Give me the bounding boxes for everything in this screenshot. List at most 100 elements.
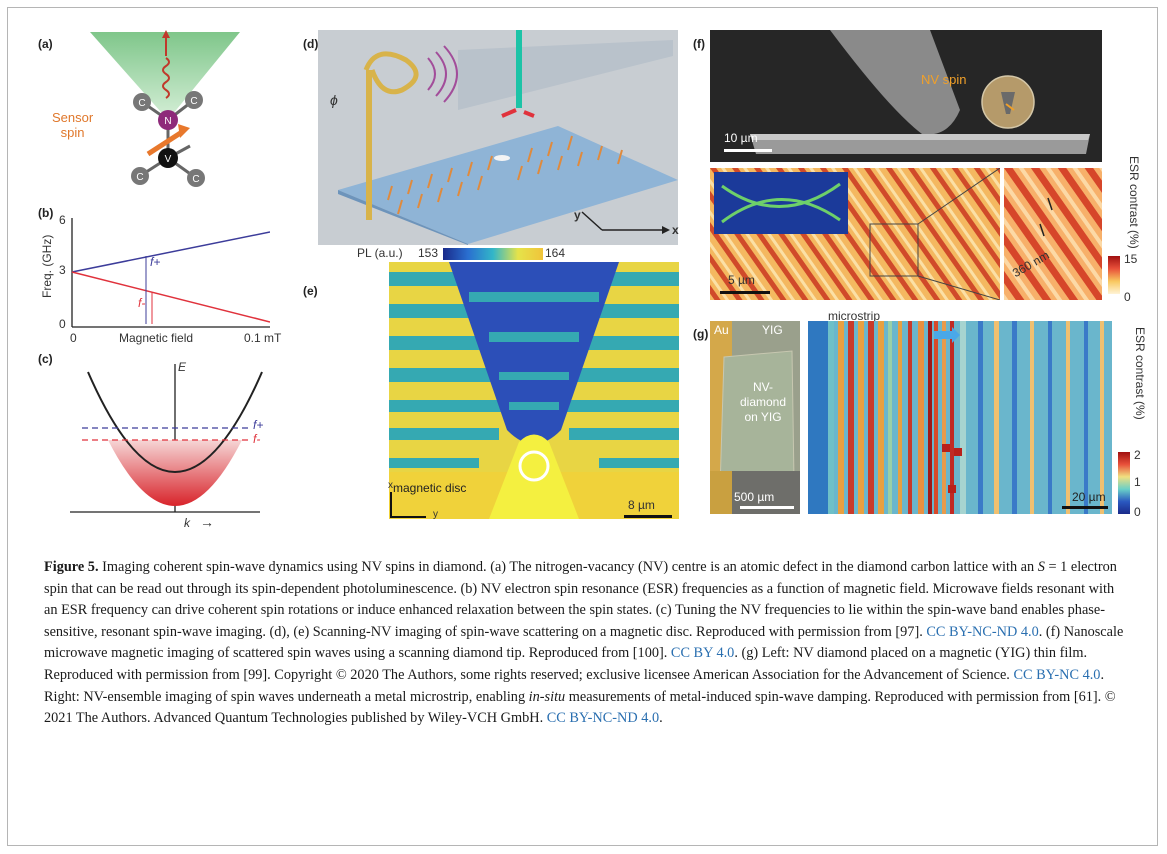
f-esr-map: [710, 168, 1000, 300]
d-axis-x: x: [672, 223, 679, 237]
panel-c-letter: (c): [38, 352, 53, 366]
c-ylabel: E: [178, 360, 187, 374]
caption-segment: . (f) Nanoscale microwave magnetic imagi…: [44, 623, 1124, 662]
f-sem-scale-bar: [724, 149, 772, 152]
g-cbar-label: ESR contrast (%): [1133, 327, 1147, 420]
f-cbar-max: 15: [1124, 252, 1138, 266]
f-sem-scale-label: 10 µm: [724, 131, 758, 145]
license-link[interactable]: CC BY-NC-ND 4.0: [926, 623, 1039, 640]
dispersion-curve: [87, 371, 263, 473]
e-pl-map: [389, 262, 679, 519]
g-right-scale-label: 20 µm: [1072, 490, 1106, 504]
panel-g-letter: (g): [693, 327, 709, 341]
atom-label: C: [190, 96, 197, 107]
e-axis-x: x: [388, 480, 393, 491]
f-map-scale-bar: [720, 291, 770, 294]
d-phi-label: ϕ: [330, 92, 338, 108]
sensor-spin-arrow-icon: [146, 129, 184, 157]
carbon-atom-icon: [187, 169, 205, 187]
e-disc-label: magnetic disc: [393, 481, 467, 495]
panel-b-letter: (b): [38, 206, 54, 220]
caption-body: Imaging coherent spin-wave dynamics usin…: [44, 559, 1123, 726]
g-cbar-tick: 1: [1134, 475, 1141, 489]
f-cbar-min: 0: [1124, 290, 1131, 304]
d-scanning-setup: [318, 30, 678, 245]
d-axis-y: y: [574, 208, 581, 222]
g-esr-map: [808, 321, 1112, 514]
c-xlabel: k: [184, 516, 190, 530]
e-scale-label: 8 µm: [628, 498, 655, 512]
f-map-scale-label: 5 µm: [728, 273, 755, 287]
license-link[interactable]: CC BY 4.0: [670, 645, 735, 662]
microwave-antenna: [366, 70, 372, 220]
caption-segment: in-situ: [528, 688, 566, 705]
magnetic-film: [338, 126, 678, 244]
g-cbar-tick: 0: [1134, 505, 1141, 519]
g-sample-label: NV- diamond on YIG: [740, 380, 787, 424]
caption-segment: measurements of metal-induced spin-wave …: [44, 688, 1116, 727]
e-colorbar: [443, 248, 543, 260]
g-right-scale-bar: [1062, 506, 1108, 509]
c-f-minus-label: f-: [253, 432, 261, 446]
photon-wave-icon: [162, 57, 170, 99]
g-au-label: Au: [714, 323, 729, 337]
vacancy-icon: [158, 148, 178, 168]
disc-outline: [518, 450, 550, 482]
caption-segment: S: [1037, 559, 1045, 575]
b-xtick: 0: [70, 331, 77, 345]
f-nv-spin-label: NV spin: [921, 72, 967, 87]
c-f-plus-label: f+: [253, 418, 264, 432]
spin-arrows: [387, 135, 623, 215]
atom-label: N: [164, 116, 171, 127]
f-cbar-label: ESR contrast (%): [1127, 156, 1141, 249]
b-f-plus-label: f+: [150, 255, 161, 269]
caption-segment: . Right: NV-ensemble imaging of spin wav…: [44, 666, 1105, 705]
c-band-diagram: [70, 364, 263, 513]
license-link[interactable]: CC BY-NC 4.0: [1013, 666, 1101, 683]
carbon-atom-icon: [131, 167, 149, 185]
license-link[interactable]: CC BY-NC-ND 4.0: [546, 710, 660, 727]
panel-f-letter: (f): [693, 37, 705, 51]
f-colorbar: [1108, 256, 1120, 294]
e-pl-min: 153: [418, 246, 439, 260]
atom-label: C: [138, 98, 145, 109]
nv-center-diagram: C C N V C C: [90, 30, 240, 187]
e-scale-bar: [624, 515, 672, 518]
laser-beam: [516, 30, 522, 108]
e-pl-max: 164: [545, 246, 566, 260]
carbon-atom-icon: [133, 93, 151, 111]
b-xtick: 0.1 mT: [244, 331, 282, 345]
e-axis-arrow-icon: [390, 492, 392, 518]
b-ytick: 0: [59, 317, 66, 331]
figure-label: Figure 5.: [44, 559, 99, 575]
panel-e-letter: (e): [303, 284, 318, 298]
f-minus-line: [71, 271, 270, 323]
carbon-atom-icon: [185, 91, 203, 109]
g-left-scale-bar: [740, 506, 794, 509]
b-ytick: 6: [59, 213, 66, 227]
b-xlabel: Magnetic field: [119, 331, 194, 345]
c-xaxis-arrow-icon: →: [200, 514, 214, 530]
sensor-spin-label: Sensor spin: [52, 110, 94, 140]
atom-label: C: [136, 172, 143, 183]
f-esr-zoom: [1004, 168, 1102, 300]
b-ylabel: Freq. (GHz): [40, 234, 54, 298]
e-pl-label: PL (a.u.): [357, 246, 403, 260]
microwave-wave-icon: [427, 57, 436, 91]
g-sample-photo: [710, 321, 800, 514]
magnetic-disc: [494, 155, 510, 161]
b-freq-plot: [71, 218, 270, 328]
g-colorbar: [1118, 452, 1130, 514]
f-plus-line: [71, 231, 270, 273]
nitrogen-atom-icon: [158, 110, 178, 130]
g-cbar-tick: 2: [1134, 448, 1141, 462]
g-microstrip-label: microstrip: [828, 309, 881, 323]
laser-cone: [90, 32, 240, 120]
b-ytick: 3: [59, 263, 66, 277]
panel-a-letter: (a): [38, 37, 53, 51]
panel-d-letter: (d): [303, 37, 319, 51]
g-yig-label: YIG: [762, 323, 783, 337]
caption-segment: Imaging coherent spin-wave dynamics usin…: [98, 559, 1038, 575]
e-axis-y: y: [433, 509, 438, 520]
atom-label: C: [192, 174, 199, 185]
